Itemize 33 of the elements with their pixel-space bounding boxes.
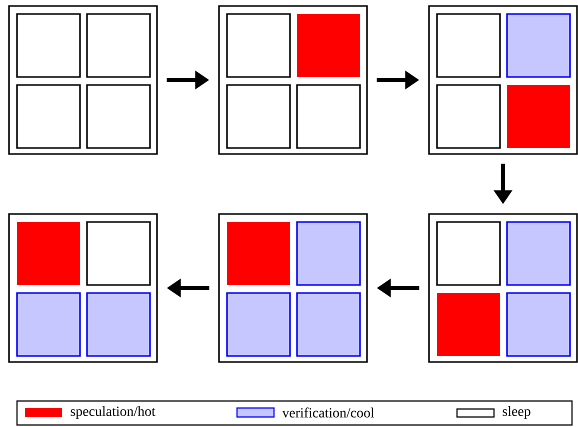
cell-square (226, 292, 291, 357)
cell-square (507, 85, 570, 148)
cell-square (437, 293, 500, 356)
cell-square (16, 84, 81, 149)
cell-square (506, 292, 571, 357)
grid-frame (428, 213, 578, 363)
cell-square (296, 221, 361, 286)
cell-square (296, 84, 361, 149)
cell-square (226, 84, 291, 149)
cell-square (227, 222, 290, 285)
legend-label: sleep (502, 406, 530, 419)
cell-square (86, 13, 151, 78)
cell-square (436, 84, 501, 149)
grid-frame (8, 213, 158, 363)
cell-square (16, 292, 81, 357)
cell-square (226, 13, 291, 78)
legend-label: verification/cool (282, 408, 374, 418)
cell-square (436, 13, 501, 78)
cell-square (506, 221, 571, 286)
cell-square (297, 14, 360, 77)
cell-square (86, 84, 151, 149)
cell-square (86, 221, 151, 286)
cell-square (506, 13, 571, 78)
cell-square (86, 292, 151, 357)
grid-frame (218, 5, 368, 155)
legend-label: speculation/hot (70, 406, 156, 419)
grid-frame (8, 5, 158, 155)
grid-frame (428, 5, 578, 155)
cell-square (16, 13, 81, 78)
cell-square (436, 221, 501, 286)
cell-square (296, 292, 361, 357)
grid-frame (218, 213, 368, 363)
cell-square (17, 222, 80, 285)
